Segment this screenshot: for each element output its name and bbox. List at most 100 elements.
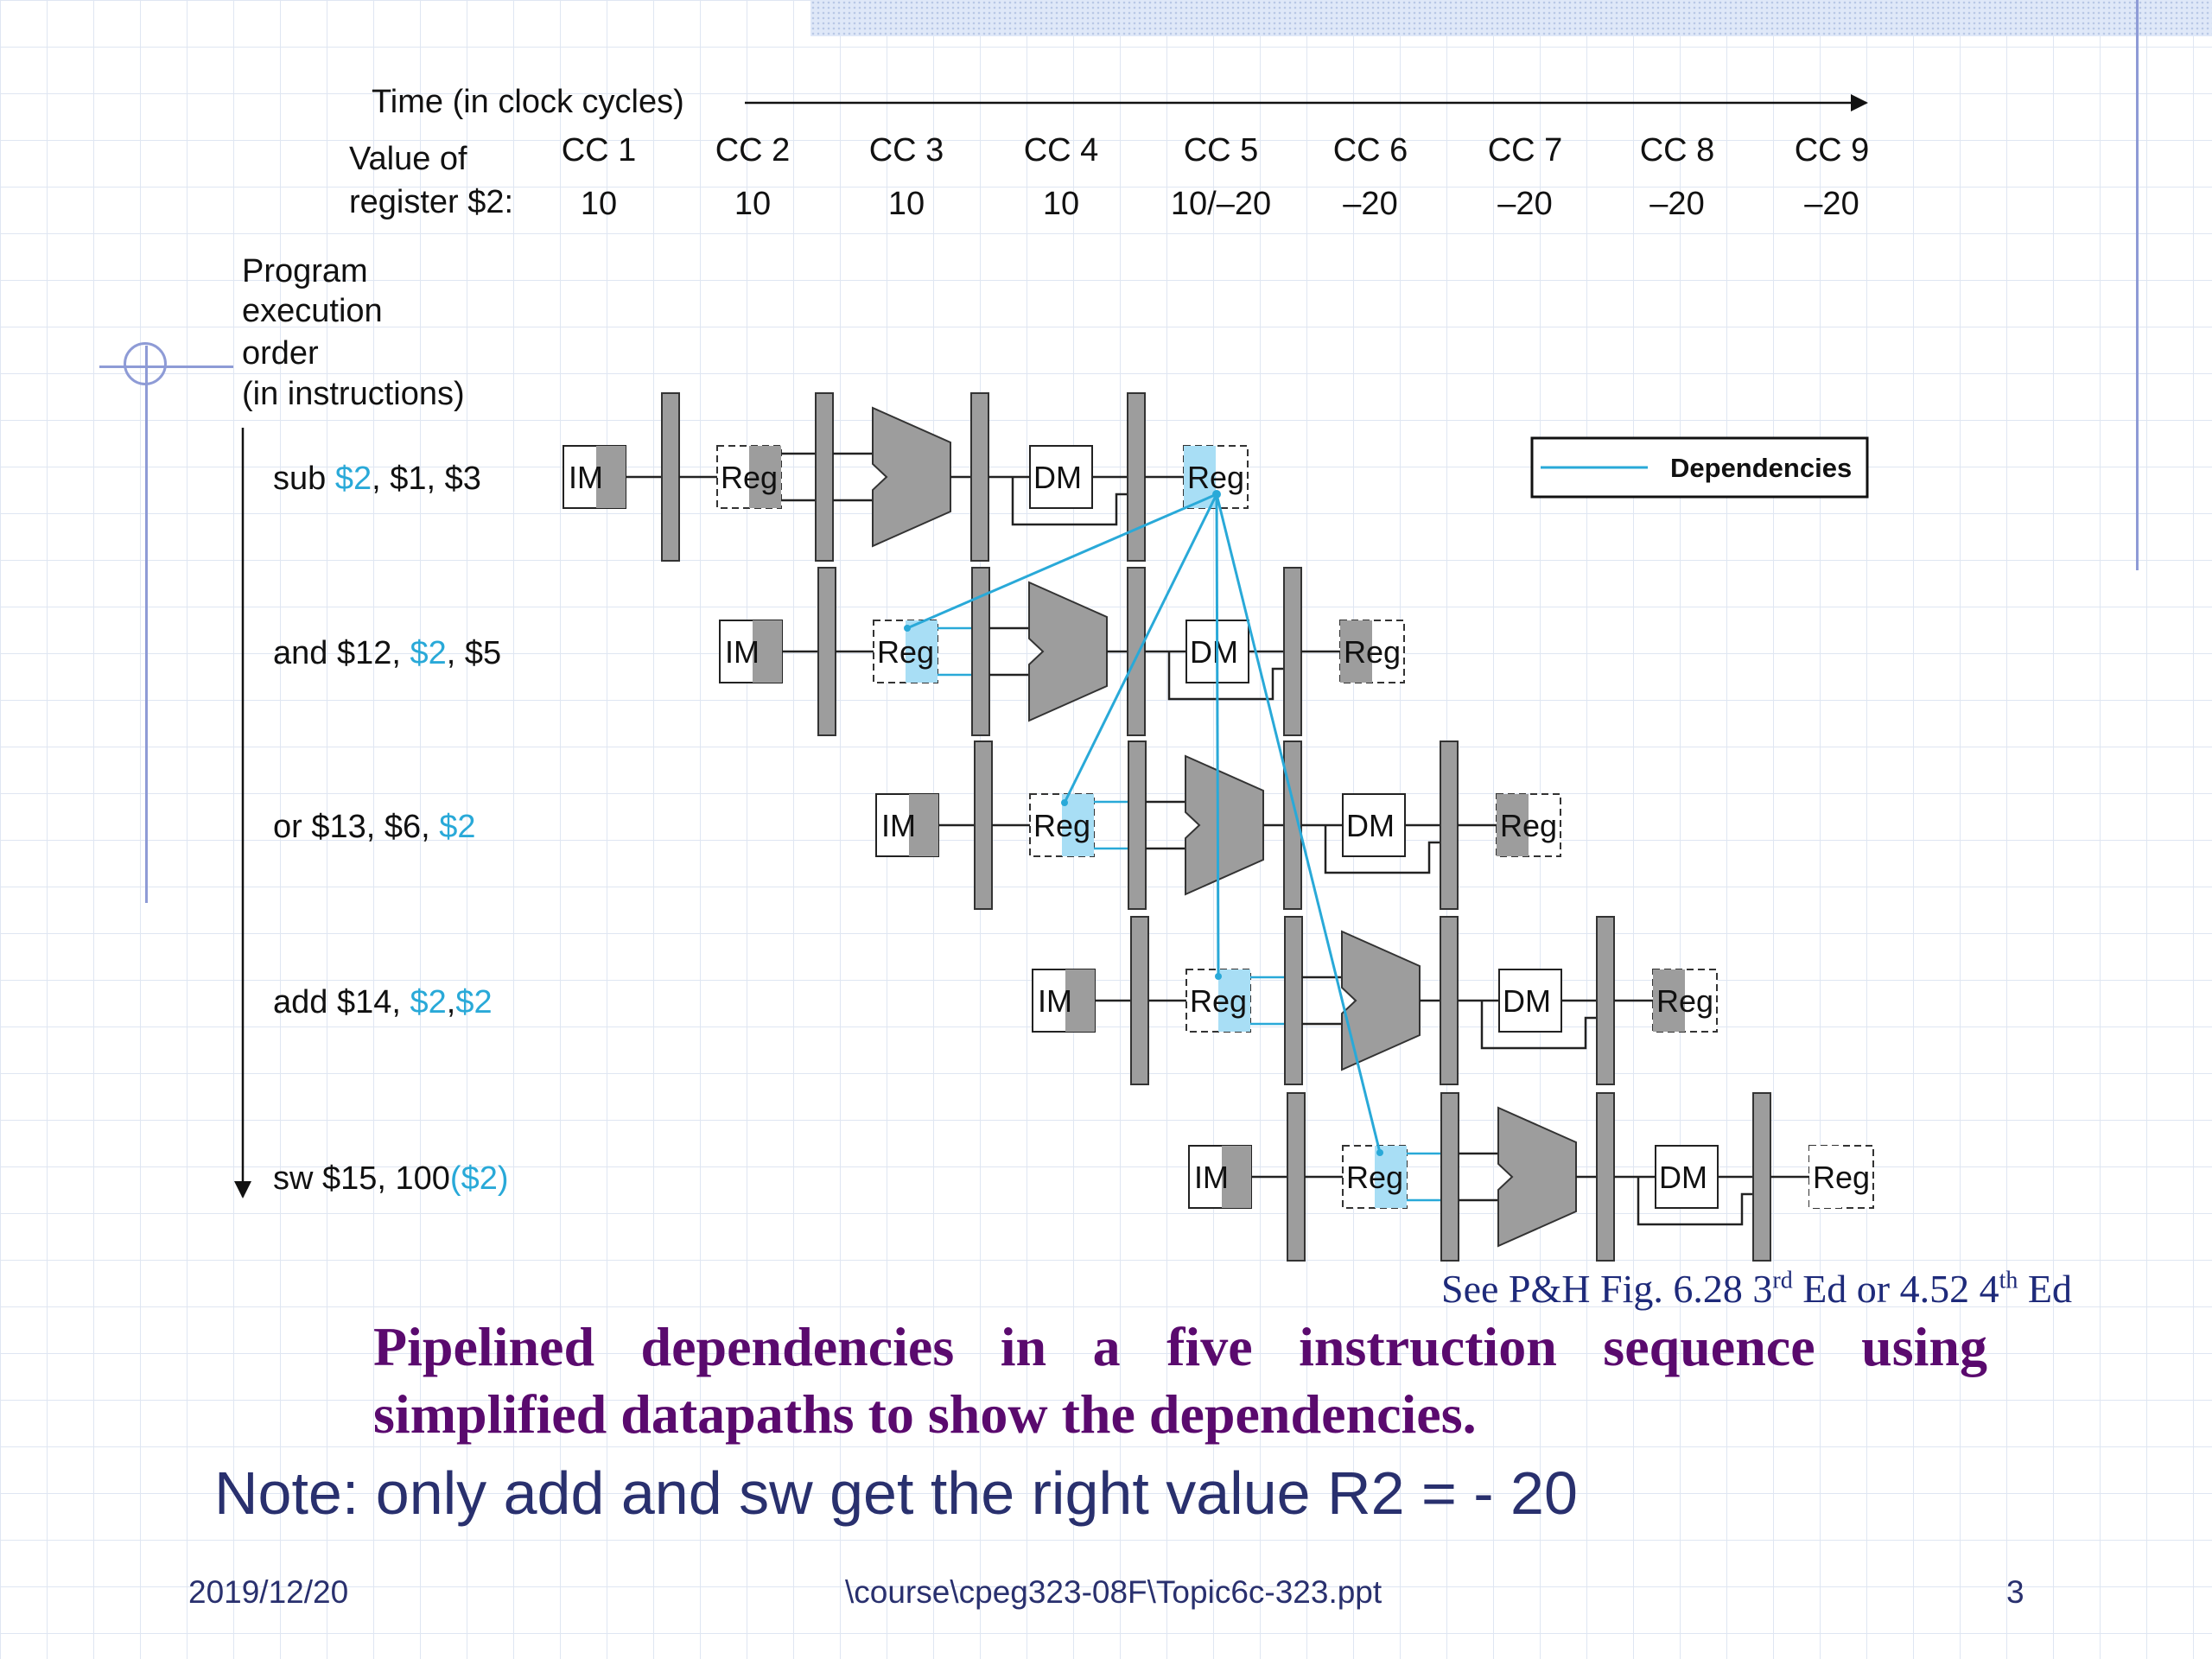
- datapath-bypass-wire: [1167, 652, 1284, 701]
- clock-cycle-label: CC 4: [1024, 132, 1099, 168]
- register-write-shade: [1497, 794, 1529, 856]
- source-mid: Ed or 4.52 4: [1792, 1267, 1999, 1311]
- data-memory-label: DM: [1190, 634, 1238, 670]
- header-band: [810, 0, 2212, 36]
- register-value: 10: [581, 186, 617, 222]
- instruction-label: sw $15, 100($2): [273, 1160, 509, 1197]
- pipeline-register: [1128, 741, 1147, 910]
- instruction-memory-shade: [1065, 969, 1095, 1032]
- register-file-label: Reg: [1187, 460, 1244, 495]
- register-read-shade: [1218, 969, 1250, 1032]
- source-prefix: See P&H Fig. 6.28 3: [1441, 1267, 1773, 1311]
- clock-cycle-label: CC 2: [715, 132, 791, 168]
- dependency-endpoint: [1061, 799, 1068, 806]
- pipeline-register: [817, 567, 836, 736]
- source-suffix: Ed: [2018, 1267, 2073, 1311]
- instruction-memory-label: IM: [569, 460, 603, 495]
- clock-cycle-label: CC 5: [1184, 132, 1259, 168]
- figure-caption: Pipelined dependencies in a five instruc…: [373, 1316, 1987, 1445]
- register-value: –20: [1649, 186, 1704, 222]
- execution-order-label: order: [242, 335, 319, 372]
- register-write-shade: [1340, 620, 1372, 683]
- instruction-memory-shade: [596, 446, 626, 508]
- data-memory-label: DM: [1346, 808, 1395, 843]
- clock-cycle-label: CC 3: [869, 132, 944, 168]
- alu-unit: [872, 406, 951, 548]
- alu-unit: [1028, 581, 1108, 722]
- register-read-shade: [749, 446, 781, 508]
- instruction-label: and $12, $2, $5: [273, 635, 501, 671]
- instruction-memory-label: IM: [725, 634, 760, 670]
- execution-order-label: (in instructions): [242, 376, 465, 412]
- datapath-bypass-wire: [1324, 825, 1440, 874]
- register-value: 10: [888, 186, 925, 222]
- register-value-label: Value of: [349, 141, 467, 177]
- dependency-source-point: [1212, 490, 1221, 499]
- pipeline-register: [1596, 916, 1615, 1085]
- register-value: –20: [1497, 186, 1552, 222]
- crosshair-ornament: [124, 342, 167, 385]
- pipeline-register: [1283, 567, 1302, 736]
- footer-page-number: 3: [2006, 1574, 2024, 1610]
- clock-cycle-label: CC 8: [1640, 132, 1715, 168]
- register-value: 10: [734, 186, 771, 222]
- legend-label: Dependencies: [1670, 453, 1852, 483]
- instruction-memory-shade: [1222, 1146, 1251, 1208]
- data-memory-label: DM: [1503, 983, 1551, 1019]
- pipeline-register: [1284, 916, 1303, 1085]
- alu-unit: [1497, 1106, 1577, 1248]
- dependency-line: [1215, 493, 1220, 977]
- register-write-shade: [1653, 969, 1685, 1032]
- register-file-label: Reg: [1346, 1160, 1403, 1195]
- register-file-label: Reg: [1500, 808, 1557, 843]
- instruction-memory-label: IM: [1194, 1160, 1229, 1195]
- register-value: –20: [1804, 186, 1859, 222]
- pipeline-register: [815, 392, 834, 562]
- data-memory-unit: [1498, 969, 1562, 1033]
- execution-order-label: Program: [242, 253, 368, 289]
- pipeline-register: [971, 567, 990, 736]
- slide-left-rule: [145, 346, 148, 903]
- execution-order-label: execution: [242, 293, 383, 329]
- register-value: –20: [1343, 186, 1397, 222]
- instruction-label: sub $2, $1, $3: [273, 461, 481, 497]
- pipeline-register: [1287, 1092, 1306, 1262]
- data-memory-label: DM: [1033, 460, 1082, 495]
- dependency-endpoint: [904, 625, 911, 632]
- register-value: 10/–20: [1171, 186, 1271, 222]
- instruction-memory-label: IM: [881, 808, 916, 843]
- register-file-label: Reg: [877, 634, 934, 670]
- pipeline-register: [1440, 1092, 1459, 1262]
- register-file-label: Reg: [721, 460, 778, 495]
- pipeline-register: [1440, 741, 1459, 910]
- pipeline-register: [1130, 916, 1149, 1085]
- pipeline-register: [1440, 916, 1459, 1085]
- slide-note: Note: only add and sw get the right valu…: [214, 1459, 1578, 1527]
- clock-cycle-label: CC 1: [562, 132, 637, 168]
- instruction-label: or $13, $6, $2: [273, 809, 476, 845]
- instruction-memory-label: IM: [1038, 983, 1072, 1019]
- pipeline-register: [1596, 1092, 1615, 1262]
- register-file-label: Reg: [1344, 634, 1401, 670]
- register-value: 10: [1043, 186, 1079, 222]
- data-memory-unit: [1655, 1145, 1719, 1209]
- pipeline-register: [1752, 1092, 1771, 1262]
- register-read-shade: [1375, 1146, 1407, 1208]
- register-file-label: Reg: [1656, 983, 1713, 1019]
- figure-source-reference: See P&H Fig. 6.28 3rd Ed or 4.52 4th Ed: [1441, 1266, 2072, 1312]
- clock-cycle-label: CC 9: [1795, 132, 1870, 168]
- slide-right-rule: [2136, 0, 2139, 570]
- register-write-shade: [1809, 1146, 1841, 1208]
- pipeline-register: [970, 392, 989, 562]
- register-file-label: Reg: [1190, 983, 1247, 1019]
- legend-box: [1530, 436, 1869, 499]
- register-value-label: register $2:: [349, 184, 513, 220]
- dependency-endpoint: [1215, 973, 1222, 980]
- pipeline-register: [1127, 392, 1146, 562]
- source-sup-rd: rd: [1772, 1267, 1793, 1294]
- datapath-bypass-wire: [1011, 477, 1128, 526]
- footer-date: 2019/12/20: [188, 1574, 349, 1610]
- data-memory-unit: [1029, 445, 1093, 509]
- dependency-endpoint: [1376, 1149, 1383, 1156]
